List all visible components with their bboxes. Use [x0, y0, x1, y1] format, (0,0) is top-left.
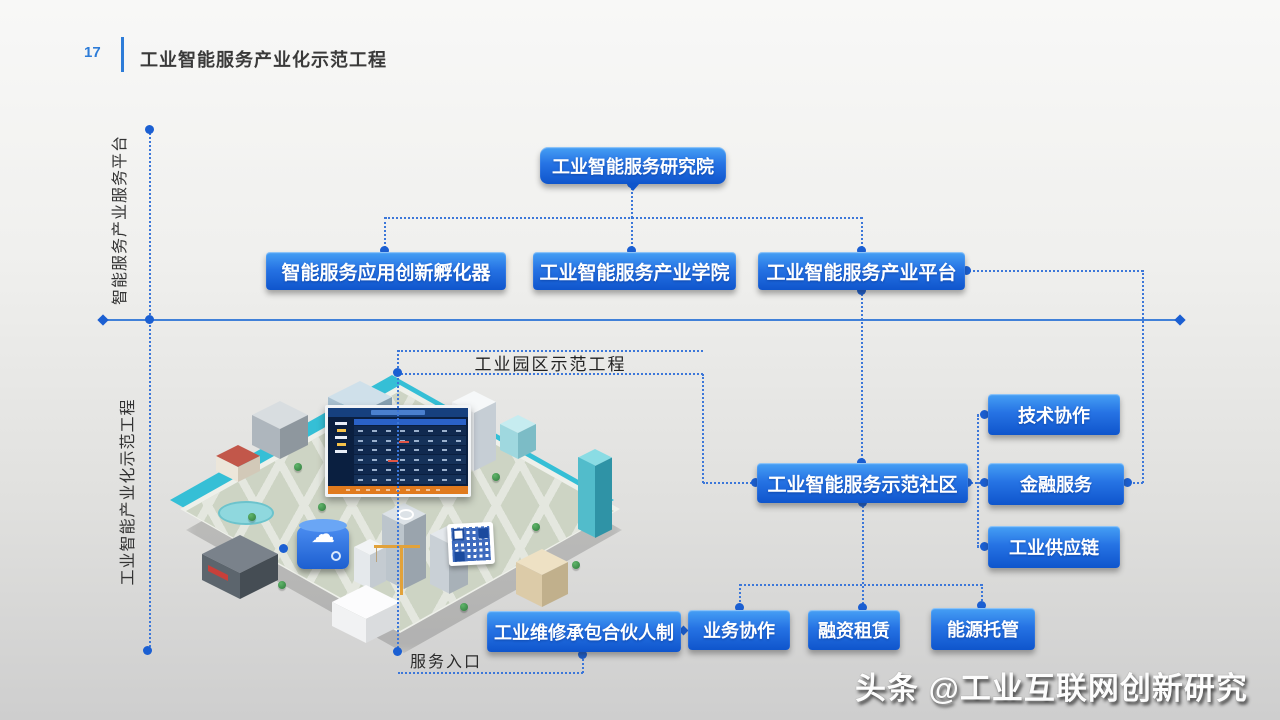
connector-diamond [97, 314, 109, 326]
connector-line [739, 584, 741, 610]
connector-dot [751, 478, 760, 487]
building [252, 401, 308, 476]
connector-line [1128, 482, 1143, 484]
connector-dot [980, 542, 989, 551]
connector-line [384, 217, 386, 252]
node-tech-collaboration: 技术协作 [988, 394, 1120, 435]
page-title: 工业智能服务产业化示范工程 [140, 50, 387, 70]
connector-dot [735, 603, 744, 612]
qr-code [446, 521, 496, 567]
node-supply-chain: 工业供应链 [988, 526, 1120, 568]
smart-park-illustration: ☁ [160, 355, 650, 670]
connector-line [149, 130, 151, 651]
connector-line [861, 291, 863, 463]
node-tail [626, 183, 640, 191]
building-beige [516, 549, 568, 613]
connector-dot [977, 601, 986, 610]
connector-dot [145, 315, 154, 324]
connector-dot [962, 266, 971, 275]
node-energy-management: 能源托管 [931, 608, 1035, 650]
connector-dot [627, 246, 636, 255]
building-tower-helipad [382, 503, 426, 601]
section-label-platform: 智能服务产业服务平台 [112, 134, 129, 306]
building-mall [202, 535, 278, 605]
connector-dot [380, 246, 389, 255]
connector-line [631, 184, 633, 218]
connector-dot [279, 544, 288, 553]
park-frame-top [398, 350, 703, 352]
building-glass-tower [578, 449, 612, 549]
tree [532, 523, 540, 531]
connector-dot [980, 410, 989, 419]
connector-line [981, 584, 983, 608]
node-financial-leasing: 融资租赁 [808, 610, 900, 650]
section-label-project: 工业智能产业化示范工程 [120, 398, 137, 586]
dashboard-table [354, 419, 466, 484]
connector-line [965, 270, 1143, 272]
building-red-roof [216, 445, 260, 485]
building [500, 415, 536, 470]
connector-line [861, 217, 863, 252]
connector-line [977, 415, 979, 547]
dashboard-stats [330, 419, 352, 484]
connector-diamond [1174, 314, 1186, 326]
building-construction [332, 585, 400, 647]
connector-line [740, 584, 982, 586]
connector-line [385, 217, 862, 219]
connector-line [862, 503, 864, 608]
title-divider [121, 37, 124, 72]
tree [460, 603, 468, 611]
connector-line [398, 672, 583, 674]
node-business-collaboration: 业务协作 [688, 610, 790, 650]
connector-dot [857, 286, 866, 295]
connector-dot [578, 650, 587, 659]
axis-line [103, 319, 1180, 321]
park-project-label: 工业园区示范工程 [474, 354, 627, 374]
cloud-server-icon: ☁ [297, 515, 349, 569]
cloud-icon: ☁ [311, 521, 335, 548]
pond [218, 501, 274, 525]
connector-line [631, 217, 633, 252]
park-frame-bottom [398, 373, 703, 375]
node-academy: 工业智能服务产业学院 [533, 252, 736, 290]
connector-dot [858, 603, 867, 612]
connector-dot [980, 478, 989, 487]
park-frame-left [397, 350, 399, 652]
tree [294, 463, 302, 471]
tree [572, 561, 580, 569]
node-maintenance-partnership: 工业维修承包合伙人制 [487, 611, 681, 652]
node-community: 工业智能服务示范社区 [757, 463, 968, 503]
connector-dot [857, 458, 866, 467]
node-financial-service: 金融服务 [988, 463, 1124, 505]
tree [278, 581, 286, 589]
building [354, 539, 386, 597]
connector-line [703, 482, 756, 484]
node-research-institute: 工业智能服务研究院 [540, 147, 726, 191]
node-industry-platform: 工业智能服务产业平台 [758, 252, 965, 290]
connector-dot [393, 647, 402, 656]
park-frame-right [702, 374, 704, 483]
connector-dot [1123, 478, 1132, 487]
connector-line [1142, 270, 1144, 483]
tree [318, 503, 326, 511]
connector-dot [145, 125, 154, 134]
connector-line [582, 655, 584, 673]
connector-dot [393, 368, 402, 377]
service-entry-label: 服务入口 [410, 654, 483, 671]
watermark: 头条 @工业互联网创新研究 [855, 671, 1248, 706]
tree [248, 513, 256, 521]
node-incubator: 智能服务应用创新孵化器 [266, 252, 506, 290]
connector-dot [857, 246, 866, 255]
page-number: 17 [84, 44, 101, 61]
connector-dot [143, 646, 152, 655]
tree [492, 473, 500, 481]
